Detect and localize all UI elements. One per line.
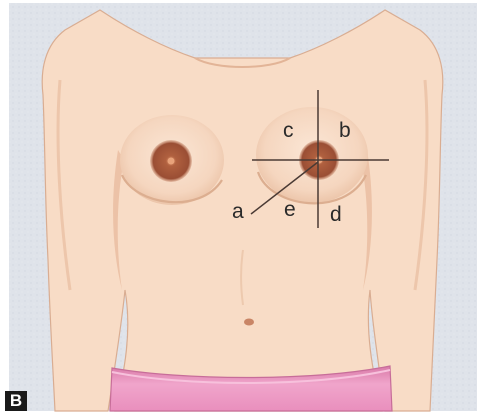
label-a: a (232, 200, 244, 223)
label-b: b (339, 119, 351, 142)
panel-label: B (5, 391, 27, 411)
label-c: c (283, 119, 294, 142)
label-d: d (330, 203, 342, 226)
right-nipple (168, 158, 175, 165)
navel (244, 319, 254, 326)
label-e: e (284, 198, 296, 221)
